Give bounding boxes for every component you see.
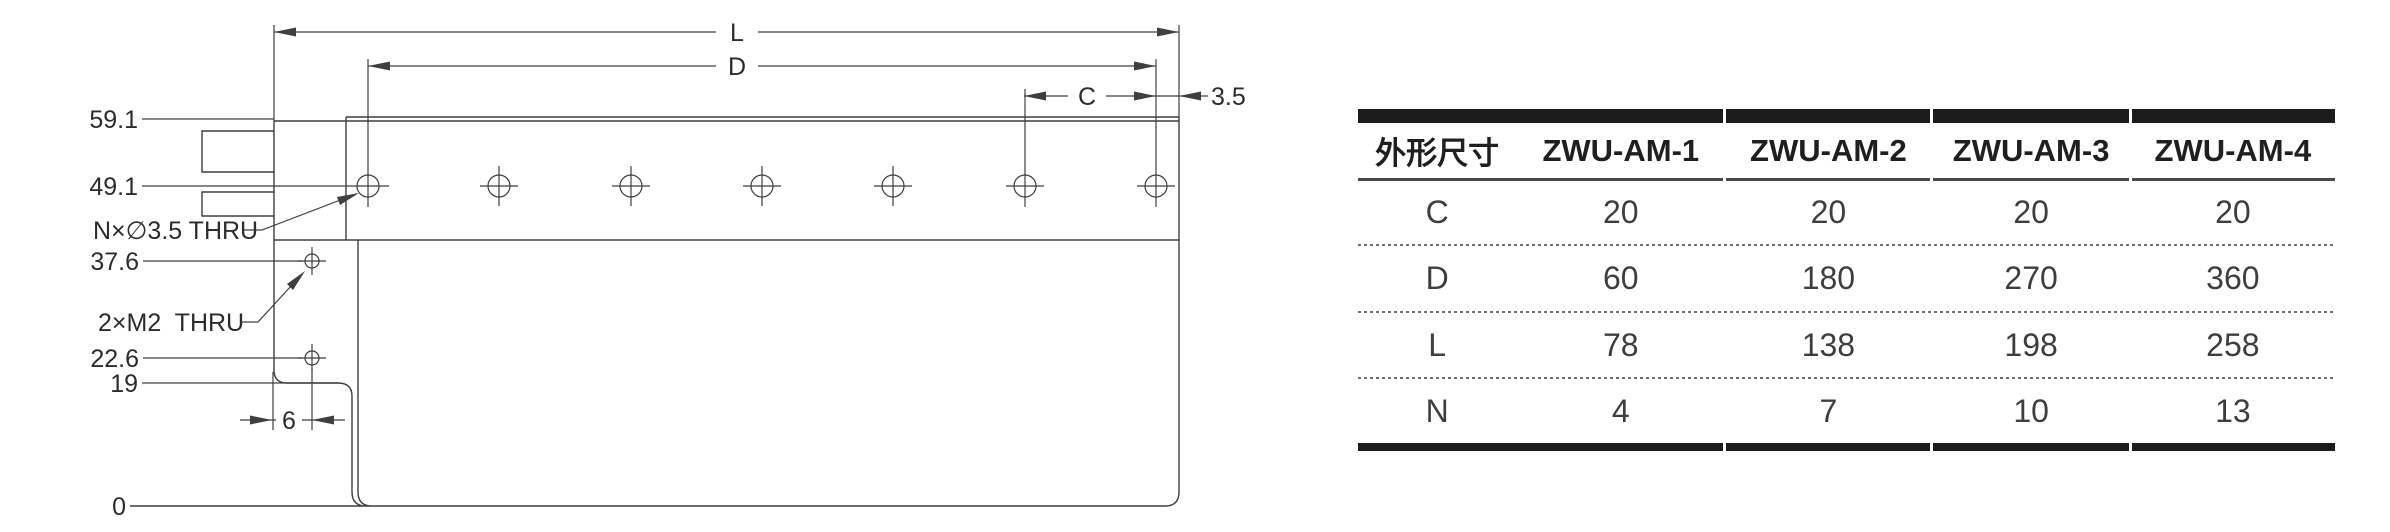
- value-cell: 10: [2013, 392, 2049, 429]
- header-model-1: ZWU-AM-1: [1542, 132, 1700, 168]
- label-49-1: 49.1: [89, 173, 138, 201]
- table-row-D: D 60 180 270 360: [1358, 246, 2335, 311]
- dim-C-label: C: [1078, 83, 1096, 111]
- param-label: L: [1428, 326, 1447, 363]
- m2-holes: [298, 247, 326, 372]
- table-header-row: 外形尺寸 ZWU-AM-1 ZWU-AM-2 ZWU-AM-3 ZWU-AM-4: [1358, 123, 2335, 178]
- label-19: 19: [110, 370, 138, 398]
- value-cell: 78: [1603, 326, 1639, 363]
- value-cell: 198: [2004, 326, 2058, 363]
- label-22-6: 22.6: [90, 345, 139, 373]
- header-param: 外形尺寸: [1375, 136, 1500, 171]
- label-hole-note: N×∅3.5 THRU: [93, 217, 258, 245]
- label-59-1: 59.1: [89, 106, 138, 134]
- value-cell: 20: [2215, 194, 2251, 230]
- part-outline: [130, 116, 1180, 507]
- dim-D-label: D: [728, 53, 746, 81]
- value-cell: 180: [1801, 260, 1856, 296]
- row-separator: [1358, 244, 2335, 246]
- table-row-L: L 78 138 198 258: [1358, 313, 2335, 377]
- param-label: N: [1425, 392, 1449, 429]
- arrowheads: [250, 27, 1201, 425]
- dimension-lines: [240, 25, 1208, 430]
- param-label: D: [1425, 260, 1449, 296]
- header-model-4: ZWU-AM-4: [2154, 132, 2312, 168]
- label-0: 0: [112, 493, 126, 521]
- leader-lines: [142, 118, 389, 384]
- value-cell: 360: [2206, 260, 2260, 296]
- value-cell: 20: [1810, 194, 1847, 230]
- label-m2-note: 2×M2 THRU: [98, 309, 244, 337]
- dimension-spec-table: 外形尺寸 ZWU-AM-1 ZWU-AM-2 ZWU-AM-3 ZWU-AM-4…: [1358, 109, 2335, 451]
- table-top-bar: [1358, 109, 2335, 123]
- mounting-holes: [356, 166, 1175, 206]
- header-model-2: ZWU-AM-2: [1750, 132, 1907, 168]
- table-bottom-bar: [1358, 443, 2335, 451]
- table-row-C: C 20 20 20 20: [1358, 181, 2335, 244]
- param-label: C: [1425, 194, 1449, 230]
- technical-drawing: L D C 3.5 6 59.1 49.1 N×∅3.5 THRU 37.6 2…: [89, 19, 1246, 521]
- dim-L-label: L: [730, 19, 744, 47]
- value-cell: 258: [2206, 326, 2260, 363]
- header-model-3: ZWU-AM-3: [1952, 132, 2110, 168]
- value-cell: 7: [1819, 392, 1838, 429]
- value-cell: 13: [2215, 392, 2251, 429]
- value-cell: 60: [1603, 260, 1639, 296]
- table-header-rule: [1358, 178, 2335, 181]
- value-cell: 4: [1611, 392, 1630, 429]
- label-37-6: 37.6: [90, 248, 139, 276]
- table-row-N: N 4 7 10 13: [1358, 379, 2335, 443]
- value-cell: 20: [2013, 194, 2049, 230]
- label-backgrounds: [276, 19, 1106, 433]
- dim-edge-offset-label: 3.5: [1211, 83, 1246, 111]
- row-separator: [1358, 377, 2335, 379]
- row-separator: [1358, 311, 2335, 313]
- dim-side-offset-label: 6: [282, 407, 296, 435]
- value-cell: 270: [2004, 260, 2058, 296]
- value-cell: 138: [1801, 326, 1856, 363]
- value-cell: 20: [1603, 194, 1639, 230]
